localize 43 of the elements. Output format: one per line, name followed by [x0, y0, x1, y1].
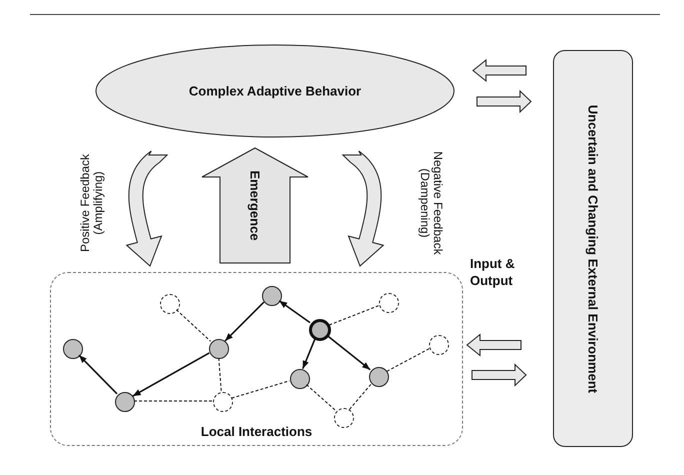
arrow: [327, 335, 371, 370]
block-arrow: [202, 147, 308, 264]
curved-block-arrow: [126, 150, 168, 267]
agent-circle: [429, 335, 449, 355]
agent-circle: [290, 369, 310, 389]
dashed-link: [306, 384, 336, 411]
agent-circle: [309, 319, 331, 341]
dashed-link: [134, 400, 212, 402]
block-arrow: [472, 363, 527, 387]
block-arrow: [472, 58, 526, 82]
dashed-link: [349, 383, 372, 410]
agent-circle: [115, 392, 135, 412]
arrow: [224, 302, 264, 342]
arrow: [132, 352, 210, 397]
agent-circle: [160, 294, 180, 314]
agent-circle: [334, 408, 354, 428]
arrow: [78, 354, 118, 394]
edge-label: Positive Feedback (Amplifying): [79, 152, 105, 254]
block-arrow: [466, 333, 522, 357]
edge-label: Negative Feedback (Dampening): [418, 150, 444, 257]
node-label: Complex Adaptive Behavior: [188, 84, 362, 98]
dashed-link: [386, 348, 430, 372]
block-arrow: [476, 90, 532, 114]
dashed-link: [328, 305, 380, 326]
environment-panel: [553, 50, 633, 447]
dashed-link: [231, 380, 290, 399]
agent-circle: [63, 339, 83, 359]
node-label: Local Interactions: [200, 424, 312, 439]
arrow: [278, 300, 310, 324]
agent-circle: [213, 392, 233, 412]
ellipse-shape: [95, 44, 455, 138]
edge-label: Emergence: [248, 169, 262, 243]
dashed-link: [218, 357, 222, 392]
arrow: [302, 338, 316, 370]
dashed-group-box: [50, 272, 463, 446]
agent-circle: [369, 367, 389, 387]
note-label: Input & Output: [470, 255, 516, 289]
node-label: Uncertain and Changing External Environment: [586, 104, 600, 393]
curved-block-arrow: [342, 150, 384, 267]
agent-circle: [379, 293, 399, 313]
agent-circle: [262, 286, 282, 306]
agent-circle: [209, 339, 229, 359]
dashed-link: [176, 309, 212, 342]
